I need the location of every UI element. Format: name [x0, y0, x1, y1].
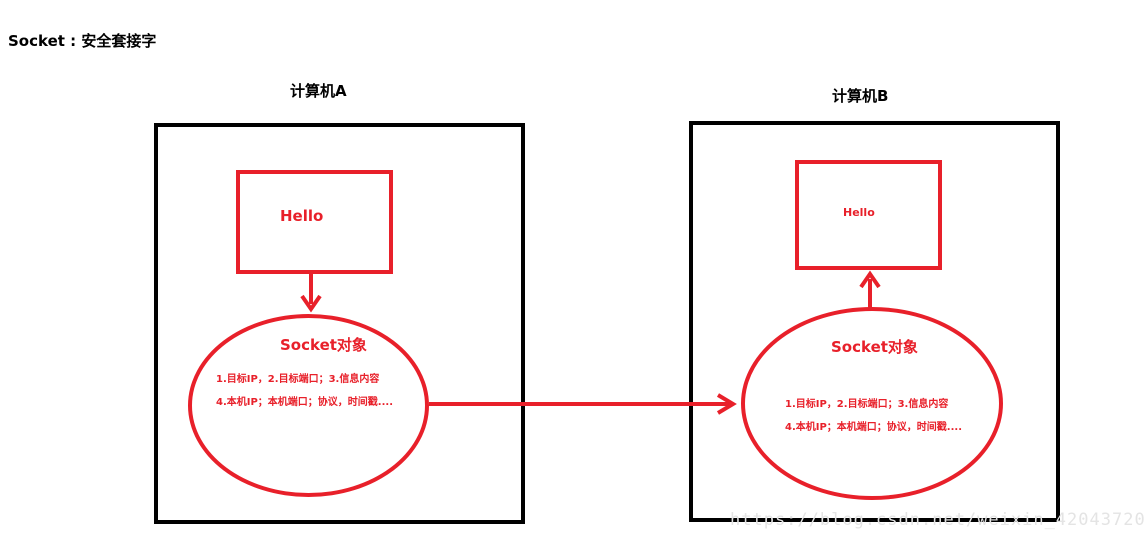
computer-a-socket-ellipse [188, 314, 429, 497]
watermark-url: https://blog.csdn.net/weixin_42043720 [730, 510, 1146, 530]
computer-b-message-box [795, 160, 942, 270]
computer-a-socket-title: Socket对象 [280, 336, 367, 354]
computer-a-box [154, 123, 525, 524]
computer-b-socket-title: Socket对象 [831, 338, 918, 356]
computer-b-socket-line2: 4.本机IP；本机端口；协议，时间戳.... [785, 422, 963, 433]
arrow-socket-a-to-socket-b [429, 393, 737, 415]
computer-a-socket-line2: 4.本机IP；本机端口；协议，时间戳.... [216, 397, 394, 408]
computer-b-box [689, 121, 1060, 522]
computer-a-message-text: Hello [280, 207, 324, 225]
computer-b-socket-line1: 1.目标IP，2.目标端口；3.信息内容 [785, 399, 949, 410]
computer-a-message-box [236, 170, 393, 274]
computer-a-label: 计算机A [290, 82, 347, 100]
arrows-layer [300, 270, 881, 415]
computer-b-label: 计算机B [832, 87, 889, 105]
page-title: Socket : 安全套接字 [8, 32, 157, 50]
computer-a-socket-line1: 1.目标IP，2.目标端口；3.信息内容 [216, 374, 380, 385]
computer-b-message-text: Hello [843, 206, 875, 219]
arrow-b-socket-to-message [859, 270, 881, 309]
arrow-a-message-to-socket [300, 274, 322, 313]
